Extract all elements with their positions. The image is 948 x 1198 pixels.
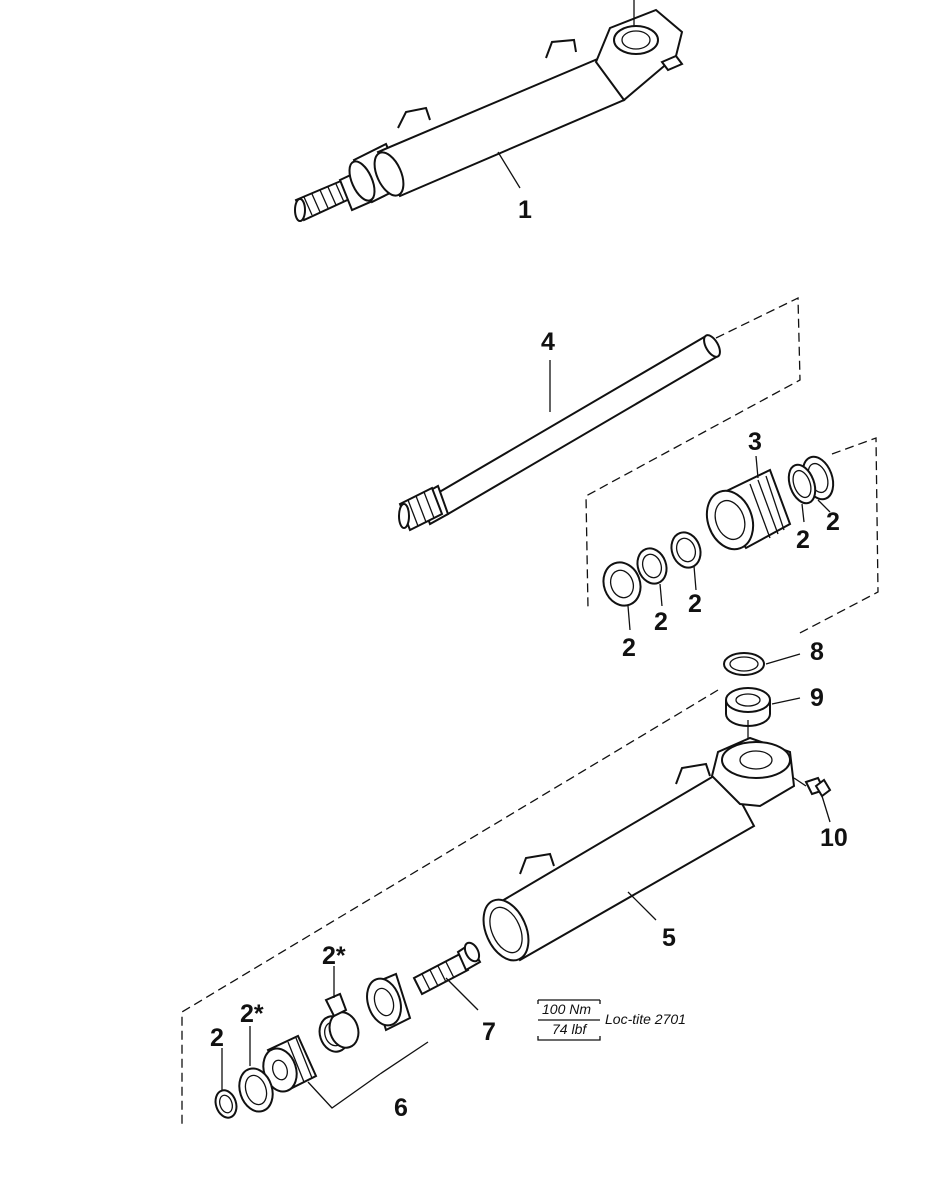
grease-nipple: 10 xyxy=(793,776,848,852)
callout-part-2-f: 2 xyxy=(210,1024,224,1052)
bolt: 7 xyxy=(412,941,496,1046)
callout-part-2-star-a: 2* xyxy=(240,1000,264,1028)
bushing: 9 xyxy=(725,684,824,727)
torque-metric: 100 Nm xyxy=(542,1001,591,1017)
callout-part-2-d: 2 xyxy=(654,608,668,636)
callout-part-4: 4 xyxy=(541,328,555,356)
seal-right-pair: 2 2 xyxy=(787,455,840,554)
exploded-outline-upper xyxy=(585,296,801,609)
callout-part-9: 9 xyxy=(810,684,824,712)
callout-part-2-star-b: 2* xyxy=(322,942,346,970)
wiper-seals: 2 2* 2* xyxy=(210,942,346,1119)
torque-spec: 100 Nm 74 lbf Loc-tite 2701 xyxy=(537,999,686,1041)
callout-part-1: 1 xyxy=(518,196,532,224)
seal-lower-set: 2 2 2 xyxy=(602,531,702,662)
rod-thread-end xyxy=(294,176,358,222)
callout-part-6: 6 xyxy=(394,1094,408,1122)
callout-part-7: 7 xyxy=(482,1018,496,1046)
piston-rod: 4 xyxy=(398,328,721,532)
callout-part-5: 5 xyxy=(662,924,676,952)
snap-ring: 8 xyxy=(723,638,824,676)
callout-part-2-b: 2 xyxy=(796,526,810,554)
assembled-cylinder: 1 xyxy=(294,0,684,224)
threadlocker-label: Loc-tite 2701 xyxy=(605,1011,686,1027)
callout-part-2-a: 2 xyxy=(826,508,840,536)
gland-piston: 3 xyxy=(705,428,792,551)
piston-assembly: 6 xyxy=(262,972,429,1122)
callout-part-3: 3 xyxy=(748,428,762,456)
callout-part-2-c: 2 xyxy=(688,590,702,618)
torque-imperial: 74 lbf xyxy=(552,1021,588,1037)
callout-part-8: 8 xyxy=(810,638,824,666)
cylinder-barrel-part: 5 xyxy=(482,736,796,962)
exploded-outline-lower xyxy=(181,689,719,1124)
exploded-outline-right xyxy=(797,437,879,635)
callout-part-10: 10 xyxy=(820,824,848,852)
callout-part-2-e: 2 xyxy=(622,634,636,662)
cylinder-barrel xyxy=(376,56,626,198)
